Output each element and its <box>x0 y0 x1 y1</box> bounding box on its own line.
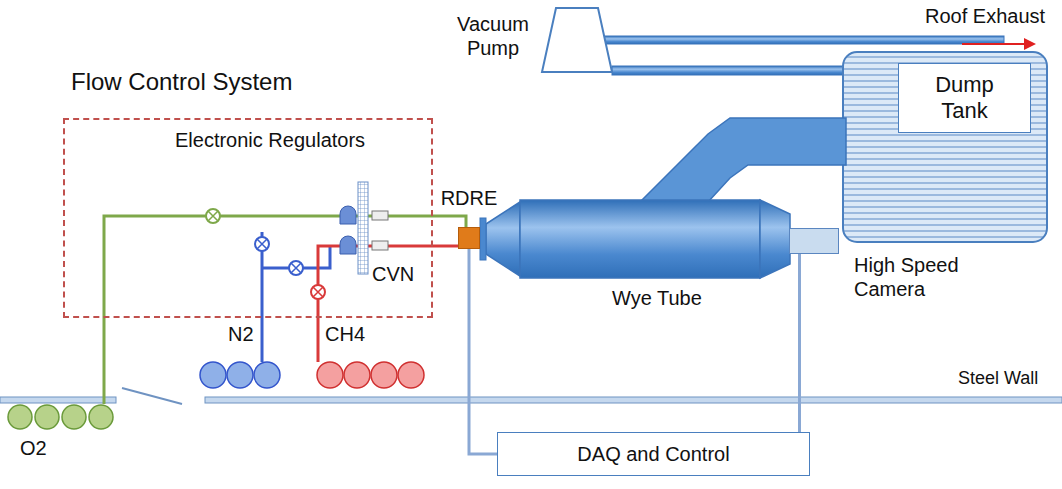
regulator-symbol <box>340 206 356 224</box>
gas-bottle <box>254 362 280 388</box>
nitrogen-bottles <box>200 362 280 388</box>
part-label: CH4 <box>325 322 365 346</box>
exhaust-pipe <box>604 36 1004 44</box>
methane-line <box>318 246 458 362</box>
rdre-block: RDRE <box>458 227 480 249</box>
exhaust-arrow-head <box>1024 38 1036 50</box>
part-label: Vacuum Pump <box>448 12 538 60</box>
valve-body <box>206 209 220 223</box>
tube-outlet <box>760 200 790 278</box>
oxygen-bottles <box>8 405 113 429</box>
gas-bottle <box>344 362 370 388</box>
gas-bottle <box>8 405 32 429</box>
valve-cross <box>257 239 267 249</box>
regulator-bank <box>358 182 368 274</box>
part-label: Wye Tube <box>612 286 702 310</box>
exhaust-arrow-shaft <box>962 43 1026 45</box>
regulator-symbol <box>340 236 356 254</box>
vacuum-pipe <box>612 66 846 75</box>
valve-body <box>255 237 269 251</box>
nitrogen-valve <box>255 237 269 251</box>
box-heading: RDRE <box>441 186 498 210</box>
vacuum-pump-symbol <box>542 8 612 72</box>
signal-cable <box>798 254 801 432</box>
part-label: Roof Exhaust <box>925 4 1045 28</box>
part-label: Electronic Regulators <box>175 128 365 152</box>
gas-bottle <box>371 362 397 388</box>
nitrogen-valve <box>289 261 303 275</box>
gas-bottle <box>62 405 86 429</box>
camera-box: High Speed Camera <box>789 228 839 254</box>
box-label: DAQ and Control <box>577 442 729 466</box>
valve-body <box>289 261 303 275</box>
steel-wall <box>0 397 116 403</box>
methane-valve <box>311 285 325 299</box>
wye-branch <box>640 118 846 202</box>
part-label: Steel Wall <box>958 368 1038 390</box>
cvn-nozzle <box>372 211 388 220</box>
control-box: DAQ and Control <box>497 432 810 476</box>
valve-cross <box>313 287 323 297</box>
wye-tube-body <box>520 200 760 278</box>
valve-body <box>311 285 325 299</box>
wall-door <box>122 388 182 404</box>
box-heading: High Speed Camera <box>854 253 964 301</box>
part-label: CVN <box>372 262 414 286</box>
engine-nozzle <box>486 202 520 276</box>
gas-bottle <box>227 362 253 388</box>
box-label: Dump Tank <box>920 72 1010 125</box>
nitrogen-line <box>262 232 330 362</box>
valve-cross <box>208 211 218 221</box>
box-heading: Flow Control System <box>71 68 292 97</box>
cvn-nozzle <box>372 241 388 250</box>
part-label: O2 <box>20 436 47 460</box>
engine-flange <box>480 218 486 260</box>
part-label: N2 <box>228 322 254 346</box>
signal-cable <box>469 249 497 454</box>
gas-bottle <box>317 362 343 388</box>
oxygen-line <box>104 216 466 404</box>
gas-bottle <box>89 405 113 429</box>
gas-bottle <box>200 362 226 388</box>
gas-bottle <box>35 405 59 429</box>
oxygen-valve <box>206 209 220 223</box>
valve-cross <box>291 263 301 273</box>
dump-tank-box: Dump Tank <box>898 63 1031 133</box>
methane-bottles <box>317 362 424 388</box>
gas-bottle <box>398 362 424 388</box>
dump-tank-vessel <box>843 52 1047 242</box>
steel-wall <box>205 397 1062 403</box>
